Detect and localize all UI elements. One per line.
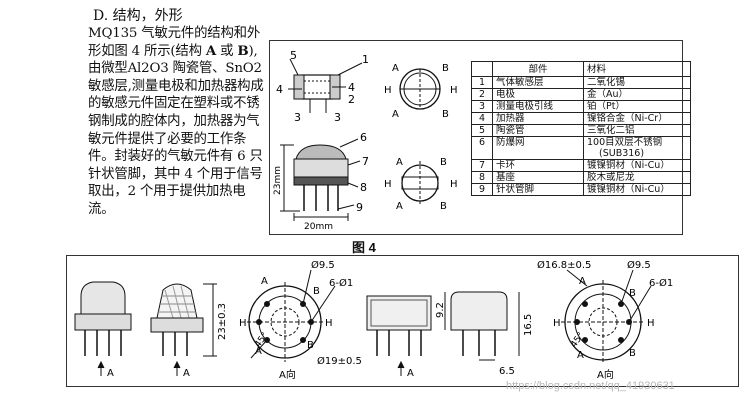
letter-b-1: B <box>313 286 320 297</box>
dim-6-5: 6.5 <box>499 366 515 377</box>
pin-b-1: B <box>442 63 449 74</box>
callout-1: 1 <box>362 53 369 66</box>
letter-a-4: A <box>577 350 584 361</box>
pin-b-2: B <box>442 109 449 120</box>
dia-19: Ø19±0.5 <box>317 355 362 367</box>
letter-a-2: A <box>255 346 262 357</box>
pin-h-2: H <box>450 85 458 96</box>
letter-b-4: B <box>629 348 636 359</box>
arrow-a-label-3: A <box>407 368 414 379</box>
para-structure-a: A <box>205 42 217 59</box>
para-or: 或 <box>216 43 238 59</box>
dim-9-2: 9.2 <box>435 302 446 318</box>
dim-height-23mm: 23mm <box>273 166 283 195</box>
dia-16-8: Ø16.8±0.5 <box>537 259 591 271</box>
callout-3-right: 3 <box>334 111 341 124</box>
header-index <box>471 61 493 77</box>
callout-9: 9 <box>356 201 363 214</box>
angle-45-b: 45° <box>569 331 586 350</box>
pin-a-1: A <box>392 63 399 74</box>
dia-9-5-b: Ø9.5 <box>627 259 651 271</box>
pin-b-3: B <box>440 157 447 168</box>
callout-8: 8 <box>360 181 367 194</box>
dia-9-5-a: Ø9.5 <box>311 259 335 271</box>
view-a-2: A向 <box>597 368 614 381</box>
table-header-row: 部件 材料 <box>471 61 691 77</box>
bottom-figure-frame <box>66 255 739 387</box>
letter-b-2: B <box>307 340 314 351</box>
pin-h-3: H <box>384 179 392 190</box>
view-a-1: A向 <box>279 368 296 381</box>
angle-45-a: 45° <box>253 331 270 350</box>
section-heading: D. 结构，外形 <box>93 8 183 24</box>
letter-h-3: H <box>553 318 561 329</box>
para-suffix: ), 由微型Al2O3 陶瓷管、SnO2 敏感层,测量电极和加热器构成的敏感元件… <box>88 43 264 217</box>
pin-h-1: H <box>384 85 392 96</box>
callout-4: 4 <box>276 83 283 96</box>
para-prefix: MQ135 气敏元件的结构和外形如图 4 所示(结构 <box>88 26 261 59</box>
letter-h-2: H <box>325 318 333 329</box>
structure-paragraph: MQ135 气敏元件的结构和外形如图 4 所示(结构 A 或 B), 由微型Al… <box>88 25 271 219</box>
holes-6-b: 6-Ø1 <box>649 277 673 289</box>
arrow-a-label-2: A <box>183 368 190 379</box>
pin-a-4: A <box>396 201 403 212</box>
pin-a-3: A <box>396 157 403 168</box>
figure-label: 图 4 <box>352 240 376 255</box>
arrow-a-label-1: A <box>107 368 114 379</box>
pin-h-4: H <box>450 179 458 190</box>
letter-h-1: H <box>239 318 247 329</box>
header-material: 材料 <box>583 61 691 77</box>
letter-h-4: H <box>647 318 655 329</box>
dim-16-5: 16.5 <box>523 314 534 336</box>
letter-a-1: A <box>261 276 268 287</box>
dim-width-20mm: 20mm <box>304 222 333 232</box>
dim-23: 23±0.3 <box>217 303 228 340</box>
callout-3-left: 3 <box>294 111 301 124</box>
para-structure-b: B <box>237 42 249 59</box>
callout-6: 6 <box>360 131 367 144</box>
dimension-drawings: A A 23±0.3 Ø9.5 6-Ø1 A B H H A B 45° Ø19… <box>74 259 673 381</box>
pin-b-4: B <box>440 201 447 212</box>
callout-4-right: 4 <box>348 81 355 94</box>
letter-b-3: B <box>629 288 636 299</box>
holes-6-a: 6-Ø1 <box>329 277 353 289</box>
header-part: 部件 <box>492 61 584 77</box>
callout-7: 7 <box>362 155 369 168</box>
callout-5: 5 <box>290 49 297 62</box>
sensor-structure-drawing: 1 2 3 3 4 4 5 6 7 8 9 23mm 20mm A B H H … <box>273 49 458 232</box>
callout-2: 2 <box>348 93 355 106</box>
pin-a-2: A <box>392 109 399 120</box>
watermark-url: https://blog.csdn.net/qq_41930631 <box>506 380 675 392</box>
letter-a-3: A <box>579 276 586 287</box>
